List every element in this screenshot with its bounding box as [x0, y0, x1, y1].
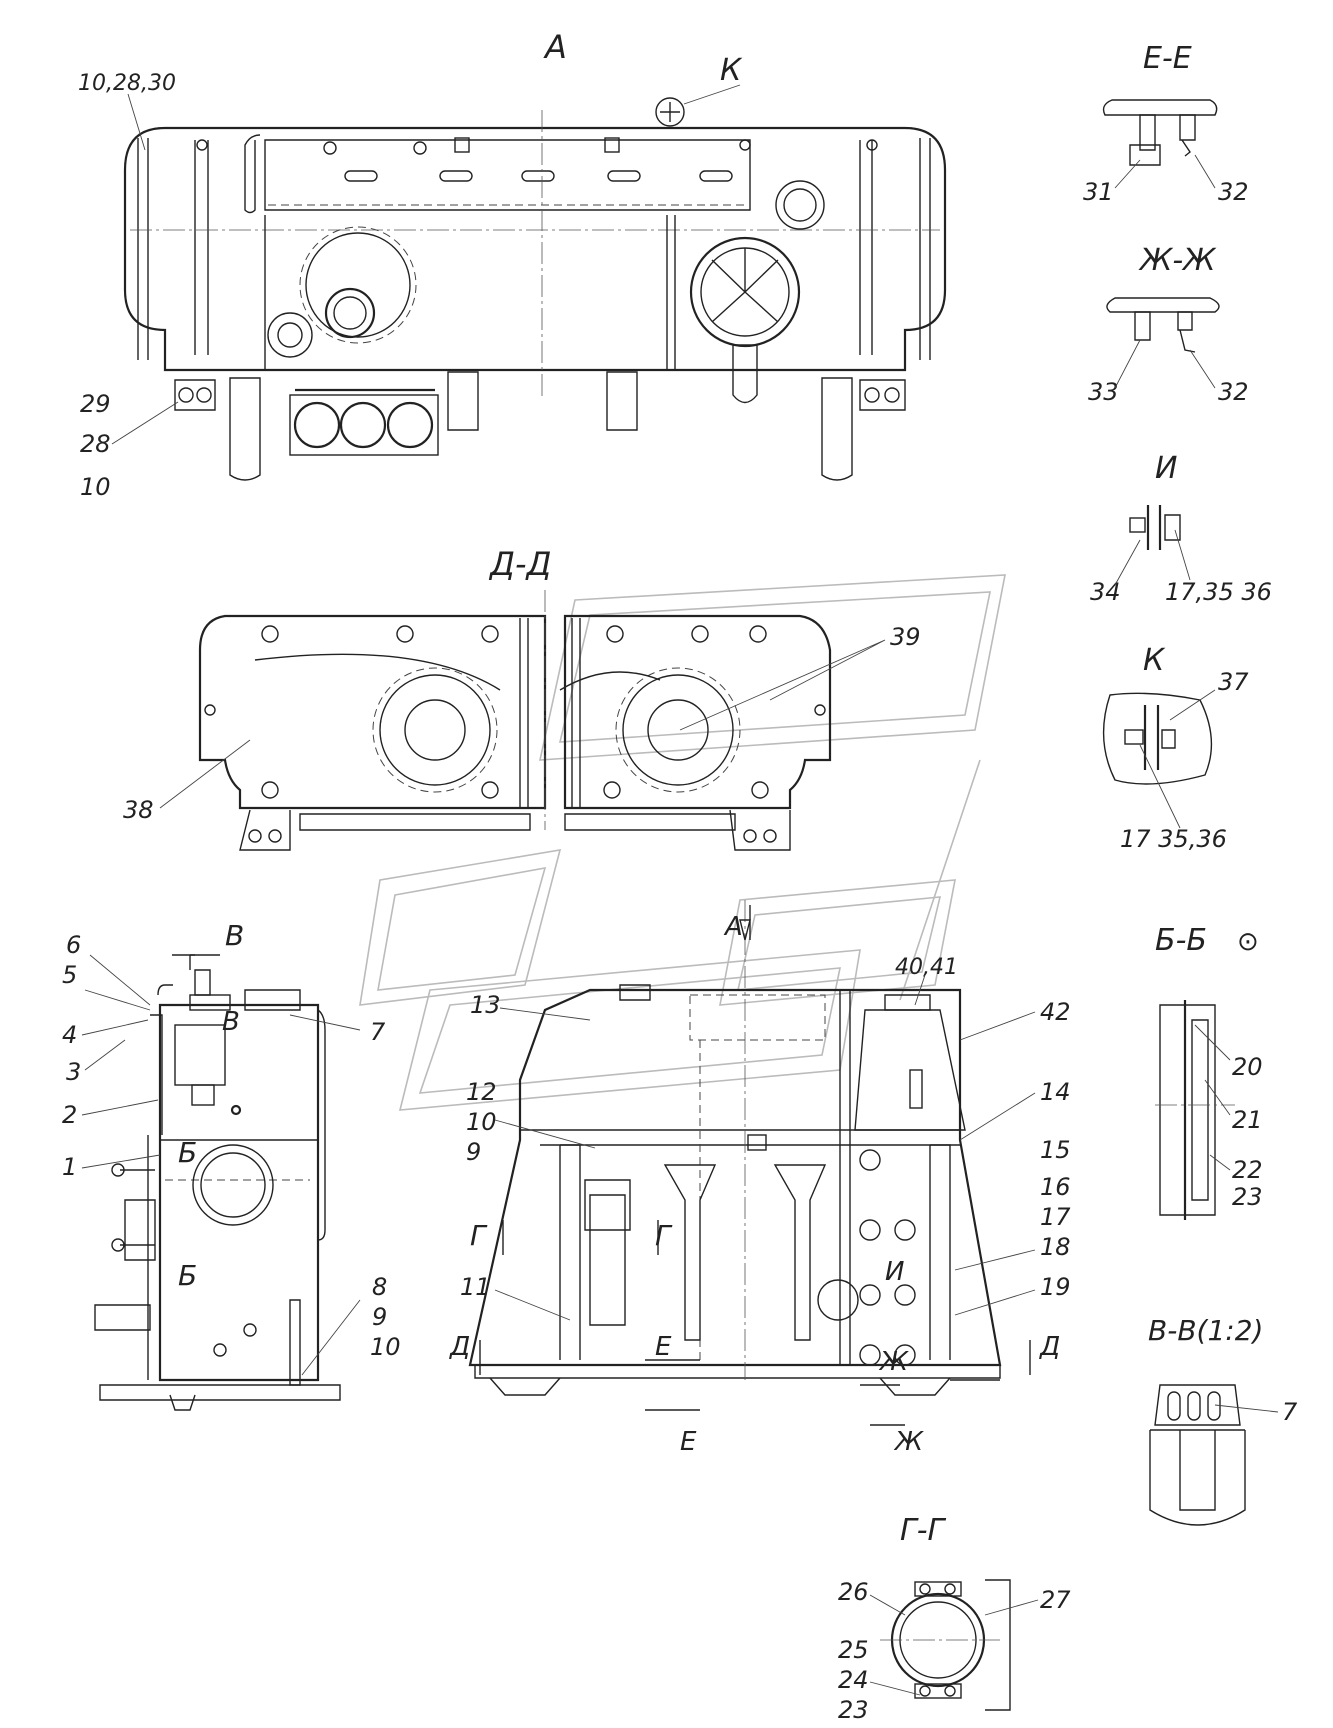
callout-8: 8 — [372, 1273, 387, 1301]
callout-15: 15 — [1040, 1136, 1071, 1164]
view-k-title: К — [1143, 643, 1166, 678]
callout-16: 16 — [1040, 1173, 1071, 1201]
callout-9a: 9 — [372, 1303, 387, 1331]
callout-20: 20 — [1232, 1053, 1263, 1081]
section-e-zh-markers: Е Е Ж Ж — [645, 1332, 924, 1457]
callout-11: 11 — [460, 1273, 491, 1301]
callout-k-top: К — [720, 53, 743, 88]
callout-1: 1 — [62, 1153, 77, 1181]
label-zh-mid: Ж — [878, 1347, 909, 1377]
callout-19: 19 — [1040, 1273, 1071, 1301]
battery-block — [289, 388, 439, 456]
callout-23b: 23 — [838, 1696, 869, 1724]
callout-13: 13 — [470, 991, 501, 1019]
label-e-bot: Е — [680, 1427, 697, 1457]
view-zhzh-title: Ж-Ж — [1138, 243, 1217, 278]
filler-cap-right — [689, 180, 825, 404]
label-e-mid: Е — [655, 1332, 672, 1362]
callout-34: 34 — [1090, 578, 1121, 606]
view-ee: Е-Е 31 32 — [1083, 41, 1249, 206]
section-d-markers: Д Д — [449, 1332, 1060, 1375]
callout-39: 39 — [890, 623, 921, 651]
callout-38: 38 — [123, 796, 154, 824]
label-v-side-top: В — [225, 919, 244, 952]
view-i: И 34 17,35 36 — [1090, 451, 1272, 606]
label-i-circle: И — [885, 1257, 904, 1287]
callout-23a: 23 — [1232, 1183, 1263, 1211]
slot-row — [196, 137, 878, 182]
callout-17-35-36a: 17,35 36 — [1165, 578, 1272, 606]
callout-10-28-30: 10,28,30 — [78, 71, 176, 96]
view-i-title: И — [1155, 451, 1177, 486]
callout-27: 27 — [1040, 1586, 1071, 1614]
callout-3: 3 — [66, 1058, 81, 1086]
view-ee-title: Е-Е — [1143, 41, 1192, 76]
callout-29: 29 — [80, 390, 111, 418]
view-vv-title: В-В(1:2) — [1148, 1314, 1263, 1347]
callout-21: 21 — [1232, 1106, 1263, 1134]
callout-42: 42 — [1040, 998, 1071, 1026]
label-zh-bot: Ж — [893, 1427, 924, 1457]
view-bb-title: Б-Б — [1155, 923, 1207, 958]
view-bb: Б-Б ⊙ 20 21 22 23 — [1155, 923, 1263, 1220]
label-b-side-bot: Б — [178, 1259, 197, 1292]
callout-22: 22 — [1232, 1156, 1263, 1184]
callout-28: 28 — [80, 430, 111, 458]
callout-17: 17 — [1040, 1203, 1071, 1231]
callout-7b: 7 — [1282, 1398, 1298, 1426]
label-v-side-mid: В — [222, 1007, 240, 1037]
callout-7a: 7 — [370, 1018, 386, 1046]
view-a: А — [78, 28, 947, 501]
callout-32a: 32 — [1218, 178, 1249, 206]
callout-40-41: 40,41 — [895, 955, 958, 980]
watermark-logo — [359, 574, 1006, 1111]
view-dd: Д-Д — [123, 545, 921, 851]
callout-26: 26 — [838, 1578, 869, 1606]
view-gg: Г-Г 26 27 25 24 23 — [838, 1513, 1071, 1724]
callout-10c: 10 — [466, 1108, 497, 1136]
label-a-arrow: А — [723, 912, 743, 942]
view-zhzh: Ж-Ж 33 32 — [1088, 243, 1249, 406]
filler-neck-left — [267, 226, 417, 358]
side-view: В В Б Б 6 5 4 3 2 1 7 8 9 10 — [62, 919, 401, 1411]
callout-37: 37 — [1218, 668, 1249, 696]
label-d-left: Д — [449, 1332, 470, 1362]
callout-4: 4 — [62, 1021, 77, 1049]
view-vv: В-В(1:2) 7 — [1148, 1314, 1298, 1526]
callout-24: 24 — [838, 1666, 869, 1694]
rotation-symbol: ⊙ — [1237, 927, 1259, 957]
callout-32b: 32 — [1218, 378, 1249, 406]
bolt-heads — [204, 625, 826, 843]
callout-17-35-36b: 17 35,36 — [1120, 825, 1227, 853]
callout-10b: 10 — [370, 1333, 401, 1361]
callout-12: 12 — [466, 1078, 497, 1106]
callout-5: 5 — [62, 961, 77, 989]
callout-31: 31 — [1083, 178, 1114, 206]
label-b-side-top: Б — [178, 1136, 197, 1169]
callout-33: 33 — [1088, 378, 1119, 406]
view-a-title: А — [543, 28, 567, 66]
section-g-markers: Г Г — [470, 1219, 673, 1255]
callout-2: 2 — [62, 1101, 77, 1129]
label-d-right: Д — [1039, 1332, 1060, 1362]
callout-9b: 9 — [466, 1138, 481, 1166]
callout-14: 14 — [1040, 1078, 1071, 1106]
callout-6: 6 — [66, 931, 81, 959]
label-g-right: Г — [655, 1219, 673, 1252]
callout-25: 25 — [838, 1636, 869, 1664]
view-k: К 37 17 35,36 — [1102, 643, 1249, 853]
view-gg-title: Г-Г — [900, 1513, 947, 1548]
section-b-marker: В В — [172, 919, 244, 1037]
label-g-left: Г — [470, 1219, 488, 1252]
view-dd-title: Д-Д — [488, 545, 552, 583]
callout-18: 18 — [1040, 1233, 1071, 1261]
callout-10a: 10 — [80, 473, 111, 501]
front-view: А Г Г Д Д Е Е Ж Ж 40,41 42 13 12 10 9 11… — [449, 900, 1071, 1457]
